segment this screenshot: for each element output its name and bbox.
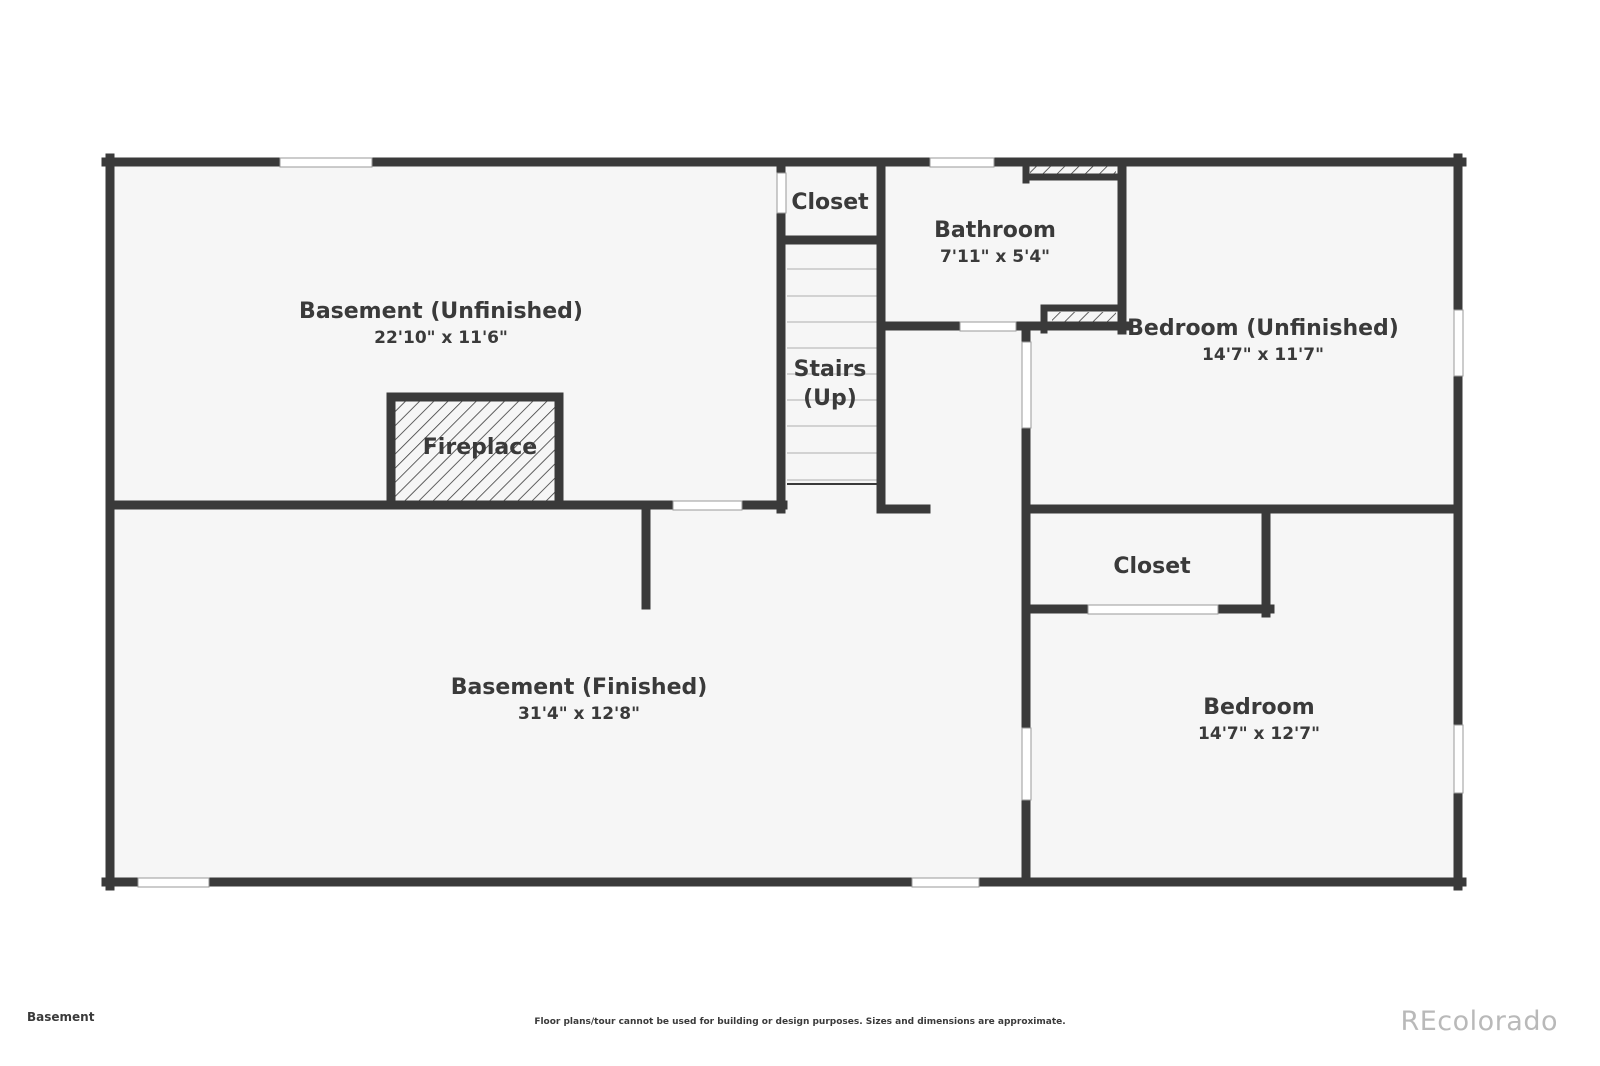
label-fireplace: Fireplace <box>423 435 537 460</box>
door-basement-unfinished <box>672 500 743 511</box>
door-bedroom-unfinished <box>1021 341 1032 429</box>
dims-basement-unfinished: 22'10" x 11'6" <box>374 328 508 348</box>
door-closet-top <box>776 172 787 214</box>
window-bottom-mid <box>911 877 980 888</box>
door-bathroom <box>959 321 1017 332</box>
dims-bedroom: 14'7" x 12'7" <box>1198 724 1320 744</box>
label-bedroom-unfinished: Bedroom (Unfinished) <box>1127 316 1399 341</box>
window-bedroom <box>1453 724 1464 794</box>
label-stairs: Stairs <box>794 357 867 382</box>
bathroom-shelf-top <box>1030 166 1116 174</box>
openings <box>137 157 1464 888</box>
door-bedroom-closet <box>1087 604 1219 615</box>
dims-bathroom: 7'11" x 5'4" <box>940 247 1050 267</box>
label-bathroom: Bathroom <box>934 218 1056 243</box>
label-bedroom: Bedroom <box>1203 695 1314 720</box>
window-bottom-left <box>137 877 210 888</box>
room-labels: Basement (Unfinished) 22'10" x 11'6" Clo… <box>299 190 1399 744</box>
window-bedroom-unfinished <box>1453 309 1464 377</box>
door-bedroom <box>1021 727 1032 801</box>
brand-watermark: REcolorado <box>1400 1006 1558 1037</box>
bathroom-shelf-bottom <box>1052 312 1116 322</box>
stair-treads <box>787 268 877 481</box>
label-closet-bedroom: Closet <box>1113 554 1191 579</box>
dims-basement-finished: 31'4" x 12'8" <box>518 704 640 724</box>
dims-bedroom-unfinished: 14'7" x 11'7" <box>1202 345 1324 365</box>
window-top-left <box>279 157 373 168</box>
label-basement-unfinished: Basement (Unfinished) <box>299 299 583 324</box>
label-basement-finished: Basement (Finished) <box>451 675 708 700</box>
label-closet-top: Closet <box>791 190 869 215</box>
label-stairs-direction: (Up) <box>803 386 857 411</box>
fireplace-hatch <box>393 399 556 502</box>
disclaimer-text: Floor plans/tour cannot be used for buil… <box>534 1017 1066 1027</box>
floor-label: Basement <box>27 1010 95 1024</box>
window-bathroom <box>929 157 995 168</box>
